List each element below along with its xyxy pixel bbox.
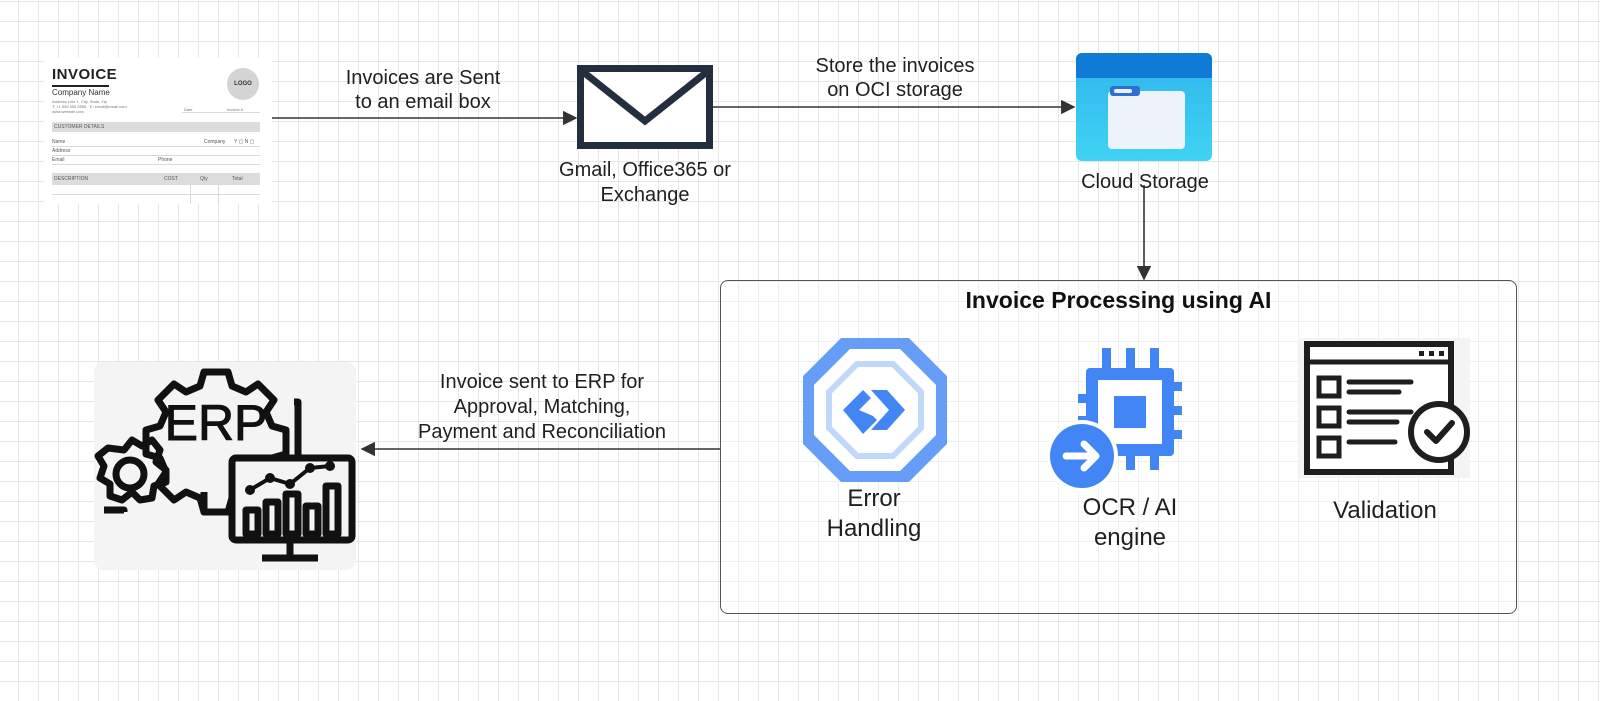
invoice-col-cost: COST <box>164 176 178 182</box>
ocr-engine-label: OCR / AI engine <box>1082 494 1178 551</box>
invoice-col-description: DESCRIPTION <box>54 176 89 182</box>
validation-checklist-icon <box>1299 338 1470 478</box>
divider <box>52 155 260 156</box>
envelope-icon <box>577 65 713 149</box>
invoice-field-email: Email <box>52 157 65 163</box>
invoice-field-company: Company <box>204 139 226 145</box>
invoice-number-label: Invoice # <box>227 107 244 112</box>
invoice-company: Company Name <box>52 88 110 97</box>
error-handling-icon <box>803 338 947 482</box>
invoice-date-label: Date <box>184 107 193 112</box>
invoice-col-qty: Qty <box>200 176 208 182</box>
divider <box>190 185 191 204</box>
ocr-chip-icon <box>1046 348 1182 492</box>
invoice-logo: LOGO <box>227 68 259 100</box>
edge-label-to-erp: Invoice sent to ERP for Approval, Matchi… <box>418 371 666 443</box>
invoice-contact: T: +1 555 555 5555 · E: email@email.com <box>52 104 127 109</box>
erp-text: ERP <box>165 395 268 451</box>
erp-gears-icon: ERP <box>94 368 356 562</box>
invoice-document: INVOICE Company Name Address Line 1, Cit… <box>44 58 272 204</box>
error-handling-label: Error Handling <box>826 485 922 542</box>
invoice-title-underline <box>52 85 109 87</box>
invoice-field-address: Address <box>52 148 71 154</box>
invoice-table-header: DESCRIPTION COST Qty Total <box>52 173 260 185</box>
cloud-storage-folder-icon <box>1076 53 1212 161</box>
edge-label-to-storage: Store the invoices on OCI storage <box>815 55 975 101</box>
invoice-col-total: Total <box>232 176 243 182</box>
invoice-field-name: Name <box>52 139 66 145</box>
divider <box>218 185 219 204</box>
edge-label-to-email: Invoices are Sent to an email box <box>345 67 501 113</box>
divider <box>52 164 260 165</box>
invoice-address: Address Line 1, City, State, Zip <box>52 99 107 104</box>
invoice-website: www.website.com <box>52 109 84 114</box>
storage-node-label: Cloud Storage <box>1081 171 1209 193</box>
invoice-field-company-marks: Y ▢ N ▢ <box>234 139 255 145</box>
validation-label: Validation <box>1333 497 1437 524</box>
invoice-customer-section: CUSTOMER DETAILS <box>52 122 260 132</box>
divider <box>52 146 260 147</box>
invoice-field-phone: Phone <box>158 157 173 163</box>
divider <box>182 112 260 113</box>
divider <box>52 194 260 195</box>
processing-title: Invoice Processing using AI <box>965 287 1272 313</box>
email-node-label: Gmail, Office365 or Exchange <box>559 159 731 206</box>
invoice-title: INVOICE <box>52 66 118 83</box>
